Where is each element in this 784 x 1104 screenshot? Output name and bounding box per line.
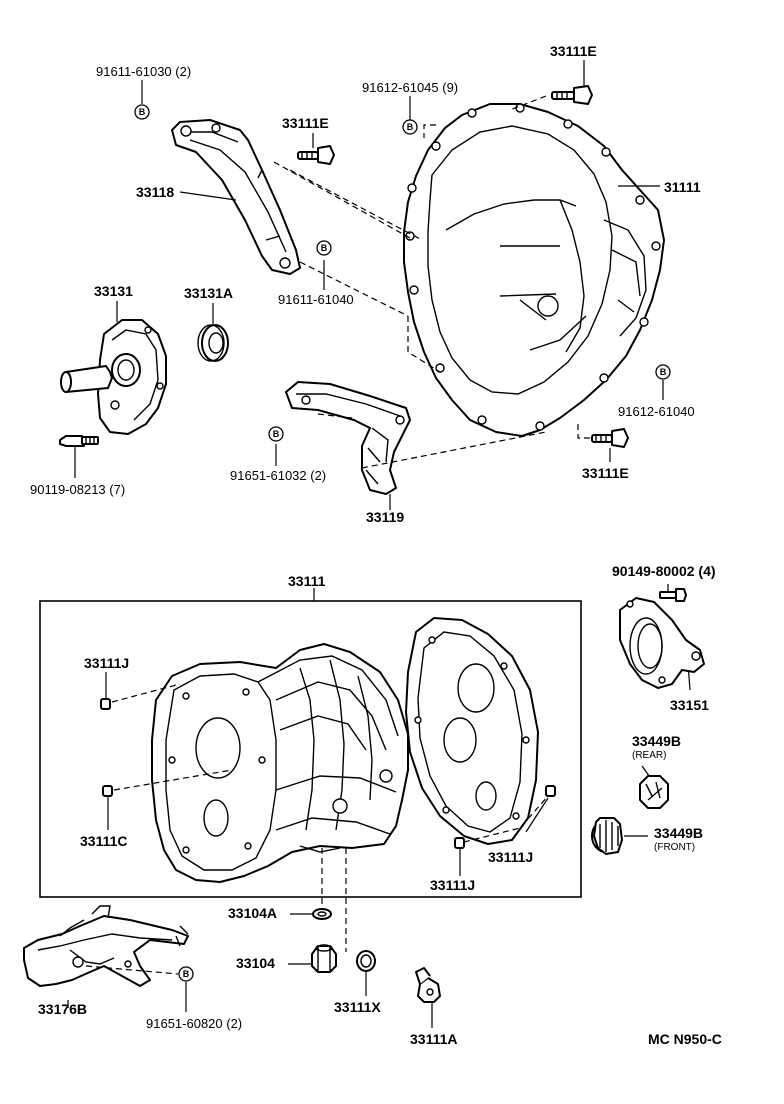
label-33111J-right: 33111J bbox=[488, 849, 533, 865]
b-marker-91612-61045: B bbox=[402, 119, 418, 135]
label-90149-80002: 90149-80002 (4) bbox=[612, 563, 716, 579]
bracket-33119 bbox=[285, 381, 411, 495]
dowel-pin-33111J-bottom bbox=[454, 837, 465, 849]
label-33111-main: 33111 bbox=[288, 573, 326, 589]
label-33111E-middle: 33111E bbox=[282, 115, 329, 131]
bracket-33118 bbox=[171, 119, 301, 275]
bolt-33111E-middle bbox=[297, 145, 335, 165]
intermediate-plate bbox=[405, 617, 539, 845]
bolt-33111E-top bbox=[551, 85, 593, 105]
extension-housing-33131 bbox=[60, 319, 167, 435]
leader-lines-lower bbox=[67, 584, 691, 1028]
washer-33104A bbox=[312, 908, 332, 920]
assembly-frame bbox=[39, 600, 582, 898]
svg-text:B: B bbox=[183, 969, 190, 979]
label-33119: 33119 bbox=[366, 509, 404, 525]
b-marker-91651-61032: B bbox=[268, 426, 284, 442]
rear-cover-33151 bbox=[619, 597, 705, 689]
label-33131: 33131 bbox=[94, 283, 133, 299]
label-91611-61040: 91611-61040 bbox=[278, 292, 354, 307]
svg-text:B: B bbox=[407, 122, 414, 132]
bolt-90119-08213 bbox=[59, 435, 99, 447]
bolt-90149-80002 bbox=[659, 588, 687, 602]
footer-code: MC N950-C bbox=[648, 1031, 722, 1047]
b-marker-91612-61040: B bbox=[655, 364, 671, 380]
label-33111X: 33111X bbox=[334, 999, 381, 1015]
label-33151: 33151 bbox=[670, 697, 709, 713]
label-91612-61040: 91612-61040 bbox=[618, 404, 695, 419]
label-33131A: 33131A bbox=[184, 285, 233, 301]
label-33104: 33104 bbox=[236, 955, 275, 971]
b-marker-91611-61040: B bbox=[316, 240, 332, 256]
label-33118: 33118 bbox=[136, 184, 174, 200]
dowel-pin-33111J-right bbox=[545, 785, 556, 797]
assembly-line-33176B bbox=[85, 965, 179, 975]
label-33111E-low: 33111E bbox=[582, 465, 629, 481]
nut-33104 bbox=[311, 944, 337, 973]
label-91611-61030: 91611-61030 (2) bbox=[96, 64, 191, 79]
label-33111J-bottom: 33111J bbox=[430, 877, 475, 893]
label-33111E-top: 33111E bbox=[550, 43, 597, 59]
o-ring-33111X bbox=[356, 950, 376, 972]
b-marker-91611-61030: B bbox=[134, 104, 150, 120]
label-90119-08213: 90119-08213 (7) bbox=[30, 482, 125, 497]
clutch-housing-31111 bbox=[403, 103, 665, 437]
label-31111: 31111 bbox=[664, 179, 701, 195]
label-33449B-rear: 33449B bbox=[632, 733, 681, 749]
label-33449B-front: 33449B bbox=[654, 825, 703, 841]
assembly-lines-lower bbox=[111, 683, 549, 952]
label-33111C: 33111C bbox=[80, 833, 128, 849]
synchro-33449B-front bbox=[591, 817, 623, 855]
synchro-33449B-rear bbox=[639, 775, 669, 809]
bracket-33176B bbox=[23, 905, 189, 987]
b-marker-91651-60820: B bbox=[178, 966, 194, 982]
label-33176B: 33176B bbox=[38, 1001, 87, 1017]
svg-text:B: B bbox=[139, 107, 146, 117]
plug-33111A bbox=[415, 967, 441, 1003]
svg-text:B: B bbox=[321, 243, 328, 253]
transmission-case-33111 bbox=[151, 643, 409, 883]
label-33111J-left: 33111J bbox=[84, 655, 129, 671]
svg-text:B: B bbox=[273, 429, 280, 439]
label-91651-61032: 91651-61032 (2) bbox=[230, 468, 326, 483]
label-91651-60820: 91651-60820 (2) bbox=[146, 1016, 242, 1031]
dowel-pin-33111J-left bbox=[100, 698, 111, 710]
label-rear: (REAR) bbox=[632, 750, 666, 761]
label-33111A: 33111A bbox=[410, 1031, 458, 1047]
bolt-33111E-low bbox=[591, 428, 629, 448]
leader-lines-upper bbox=[74, 60, 664, 510]
label-33104A: 33104A bbox=[228, 905, 277, 921]
label-91612-61045: 91612-61045 (9) bbox=[362, 80, 458, 95]
label-front: (FRONT) bbox=[654, 842, 695, 853]
oil-seal-33131A bbox=[197, 324, 229, 362]
dowel-pin-33111C bbox=[102, 785, 113, 797]
svg-text:B: B bbox=[660, 367, 667, 377]
assembly-lines-upper bbox=[273, 95, 590, 469]
